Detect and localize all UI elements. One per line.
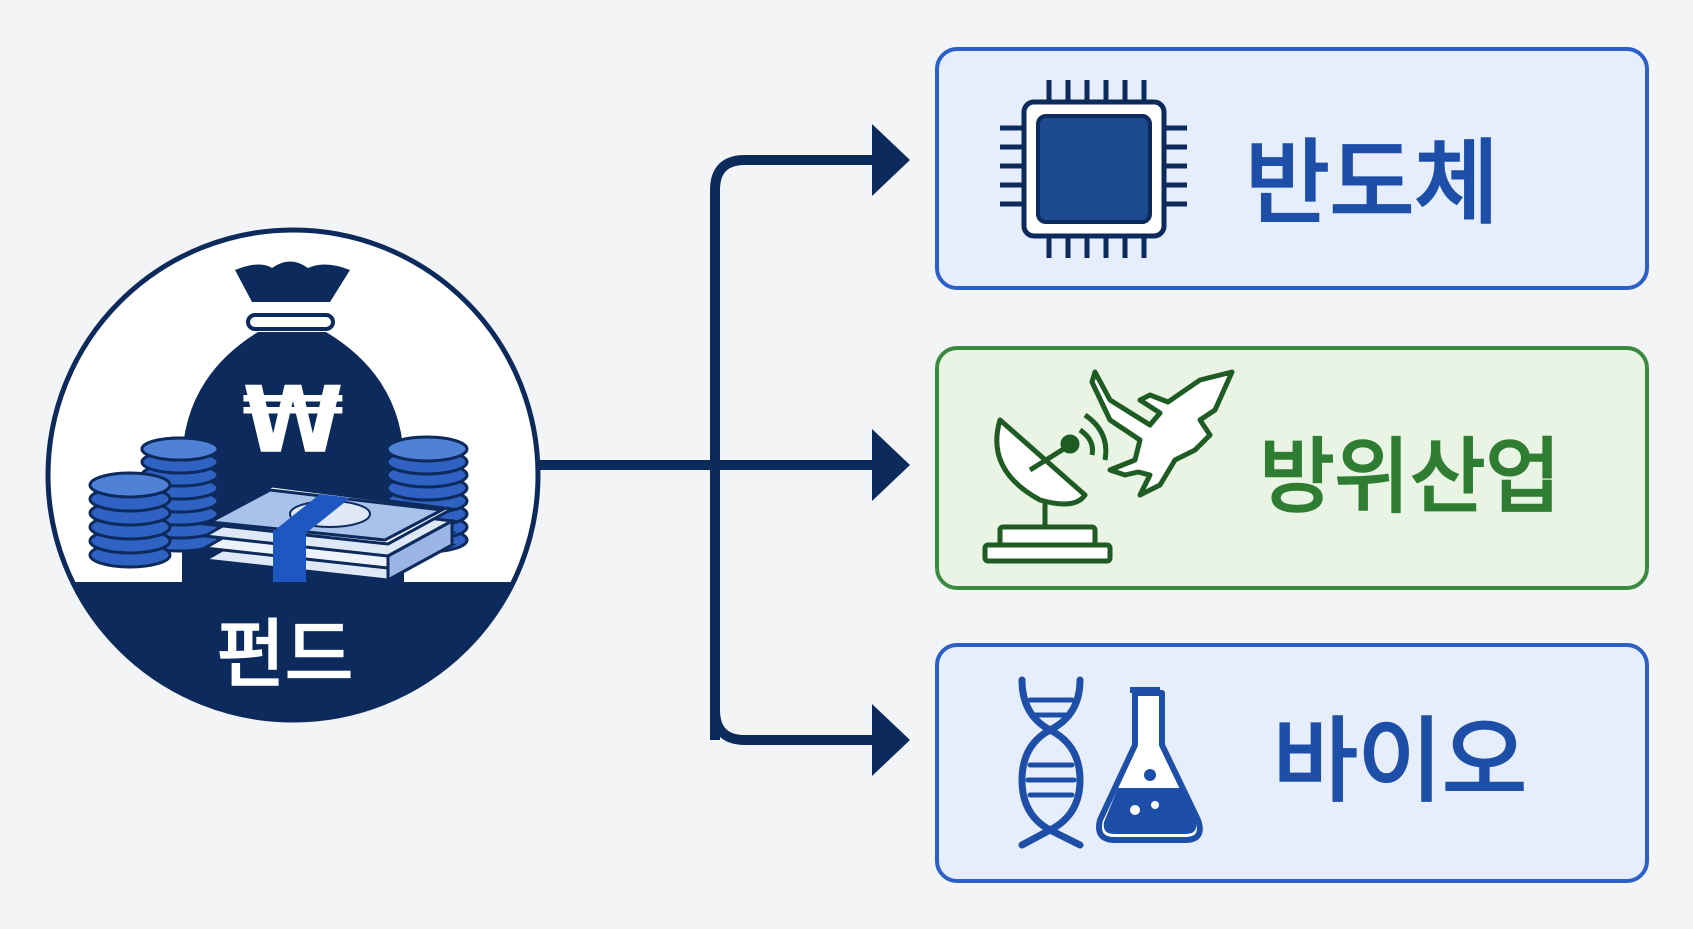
target-bio: 바이오 <box>935 643 1649 883</box>
target-label-defense: 방위산업 <box>1259 430 1561 525</box>
target-defense: 방위산업 <box>935 346 1649 590</box>
connector-bottom <box>710 709 880 745</box>
microchip-icon <box>1000 80 1187 258</box>
arrow-semiconductor-icon <box>872 124 910 196</box>
coin-stack-left-icon <box>88 436 220 569</box>
target-label-bio: 바이오 <box>1273 708 1527 815</box>
flask-icon <box>1096 687 1203 843</box>
satellite-dish-icon <box>982 412 1113 564</box>
arrowheads <box>872 124 910 776</box>
fund-label: 펀드 <box>217 612 353 698</box>
fund-node: ₩ <box>45 227 541 723</box>
dna-icon <box>1018 676 1084 849</box>
arrow-bio-icon <box>872 704 910 776</box>
target-label-semiconductor: 반도체 <box>1245 130 1499 237</box>
target-semiconductor: 반도체 <box>935 47 1649 290</box>
fighter-jet-icon <box>1089 369 1235 498</box>
cash-stack-icon <box>200 484 457 583</box>
arrow-defense-icon <box>872 429 910 501</box>
won-symbol: ₩ <box>242 367 343 474</box>
connector-trunk <box>710 155 880 740</box>
connector-lines <box>537 155 880 745</box>
